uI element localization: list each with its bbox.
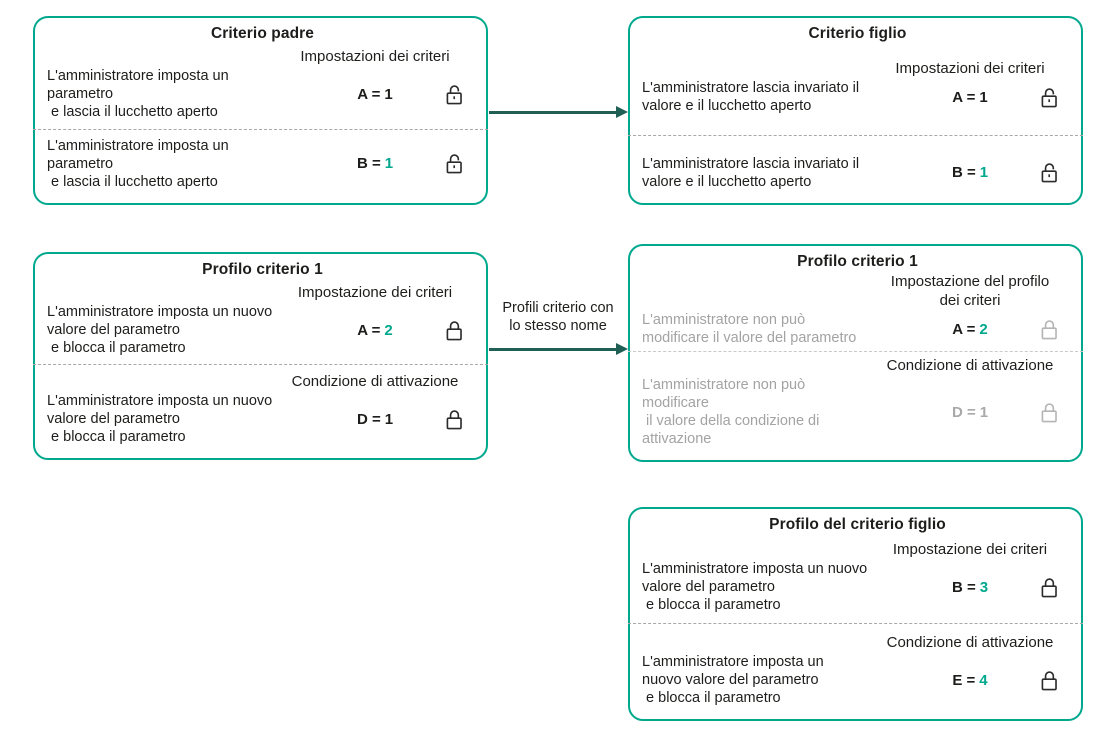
setting-description: L'amministratore non può modificare il v… <box>642 377 820 447</box>
setting-letter: A = <box>357 321 381 339</box>
setting-letter: E = <box>952 671 976 689</box>
setting-value: E =4 <box>915 672 1025 689</box>
setting-value: A =2 <box>915 321 1025 338</box>
setting-letter: A = <box>357 85 381 103</box>
lock-closed-icon <box>430 407 478 432</box>
setting-number: 2 <box>979 320 988 338</box>
lock-open-icon <box>430 82 478 107</box>
setting-description: L'amministratore imposta un nuovo valore… <box>642 654 824 706</box>
setting-number: 1 <box>384 410 394 428</box>
lock-closed-icon <box>1025 668 1073 693</box>
box-profilo-criterio-1-left: Profilo criterio 1 Impostazione dei crit… <box>33 252 488 460</box>
lock-open-icon <box>1025 85 1073 110</box>
settings-segment: Impostazioni dei criteri L'amministrator… <box>642 59 1073 115</box>
lock-closed-icon <box>1025 575 1073 600</box>
arrow-label: Profili criterio con lo stesso nome <box>502 300 614 334</box>
segment-header: Impostazione dei criteri <box>297 284 453 301</box>
settings-segment: Impostazioni dei criteri L'amministrator… <box>47 47 478 121</box>
segment-header: Impostazioni dei criteri <box>300 48 450 66</box>
setting-row: L'amministratore non può modificare il v… <box>642 376 1073 448</box>
setting-number: 1 <box>979 88 988 106</box>
setting-description: L'amministratore imposta un parametro e … <box>47 68 229 121</box>
setting-value: B =1 <box>320 155 430 172</box>
segment-header: Impostazione dei criteri <box>892 541 1048 558</box>
setting-value: D =1 <box>915 404 1025 421</box>
setting-letter: B = <box>356 155 381 173</box>
box-profilo-criterio-figlio: Profilo del criterio figlio Impostazione… <box>628 507 1083 721</box>
lock-closed-icon <box>1025 400 1073 425</box>
dashed-divider <box>628 351 1083 352</box>
box-profilo-criterio-1-right: Profilo criterio 1 Impostazione del prof… <box>628 244 1083 462</box>
setting-row: L'amministratore imposta un nuovo valore… <box>47 303 478 357</box>
segment-header: Impostazioni dei criteri <box>895 60 1045 78</box>
setting-description: L'amministratore non può modificare il v… <box>642 312 857 346</box>
arrow-profile-to-profile <box>489 348 617 351</box>
setting-description: L'amministratore imposta un parametro e … <box>47 137 229 190</box>
arrowhead-profile-to-profile-icon <box>616 343 628 355</box>
lock-open-icon <box>1025 160 1073 185</box>
segment-header: Impostazione del profilo dei criteri <box>890 273 1050 309</box>
box-title: Profilo criterio 1 <box>202 261 323 278</box>
settings-segment: L'amministratore imposta un parametro e … <box>47 137 478 191</box>
setting-number: 1 <box>384 85 393 103</box>
segment-header: Condizione di attivazione <box>886 357 1054 374</box>
setting-description: L'amministratore imposta un nuovo valore… <box>47 393 273 445</box>
setting-letter: D = <box>951 403 976 421</box>
box-title: Profilo criterio 1 <box>797 253 918 270</box>
lock-open-icon <box>430 151 478 176</box>
setting-description: L'amministratore lascia invariato il val… <box>642 155 860 190</box>
setting-value: A =2 <box>320 322 430 339</box>
segment-header: Condizione di attivazione <box>291 373 459 390</box>
setting-row: L'amministratore non può modificare il v… <box>642 311 1073 347</box>
segment-header: Condizione di attivazione <box>886 634 1054 651</box>
setting-value: B =3 <box>915 579 1025 596</box>
setting-value: B =1 <box>915 164 1025 181</box>
setting-description: L'amministratore imposta un nuovo valore… <box>642 561 868 613</box>
setting-row: L'amministratore imposta un parametro e … <box>47 67 478 121</box>
lock-closed-icon <box>430 318 478 343</box>
setting-letter: D = <box>356 410 381 428</box>
box-title: Criterio padre <box>210 25 315 42</box>
setting-description: L'amministratore lascia invariato il val… <box>642 80 860 115</box>
dashed-divider <box>33 364 488 365</box>
setting-number: 1 <box>979 403 989 421</box>
setting-row: L'amministratore imposta un nuovo valore… <box>642 653 1073 707</box>
setting-number: 1 <box>979 164 989 182</box>
setting-number: 2 <box>384 321 393 339</box>
setting-row: L'amministratore imposta un nuovo valore… <box>47 392 478 446</box>
activation-segment: Condizione di attivazione L'amministrato… <box>642 633 1073 707</box>
settings-segment: Impostazione del profilo dei criteri L'a… <box>642 272 1073 347</box>
box-criterio-padre: Criterio padre Impostazioni dei criteri … <box>33 16 488 205</box>
lock-closed-icon <box>1025 317 1073 342</box>
setting-letter: A = <box>952 320 976 338</box>
dashed-divider <box>628 623 1083 624</box>
dashed-divider <box>628 134 1083 136</box>
setting-letter: B = <box>951 164 976 182</box>
arrow-parent-to-child <box>489 111 617 114</box>
setting-number: 1 <box>384 155 394 173</box>
setting-number: 3 <box>979 578 989 596</box>
setting-value: D =1 <box>320 411 430 428</box>
activation-segment: Condizione di attivazione L'amministrato… <box>47 372 478 446</box>
settings-segment: Impostazione dei criteri L'amministrator… <box>47 283 478 357</box>
dashed-divider <box>33 128 488 130</box>
setting-value: A =1 <box>320 86 430 103</box>
box-title: Criterio figlio <box>808 25 907 42</box>
setting-number: 4 <box>979 671 988 689</box>
setting-letter: B = <box>951 578 976 596</box>
box-title: Profilo del criterio figlio <box>769 516 946 533</box>
setting-value: A =1 <box>915 89 1025 106</box>
arrowhead-parent-to-child-icon <box>616 106 628 118</box>
setting-row: L'amministratore imposta un nuovo valore… <box>642 560 1073 614</box>
setting-letter: A = <box>952 88 976 106</box>
setting-description: L'amministratore imposta un nuovo valore… <box>47 304 273 356</box>
activation-segment: Condizione di attivazione L'amministrato… <box>642 356 1073 448</box>
setting-row: L'amministratore lascia invariato il val… <box>642 155 1073 191</box>
box-criterio-figlio: Criterio figlio Impostazioni dei criteri… <box>628 16 1083 205</box>
setting-row: L'amministratore lascia invariato il val… <box>642 79 1073 115</box>
settings-segment: Impostazione dei criteri L'amministrator… <box>642 540 1073 614</box>
setting-row: L'amministratore imposta un parametro e … <box>47 137 478 191</box>
settings-segment: L'amministratore lascia invariato il val… <box>642 155 1073 191</box>
